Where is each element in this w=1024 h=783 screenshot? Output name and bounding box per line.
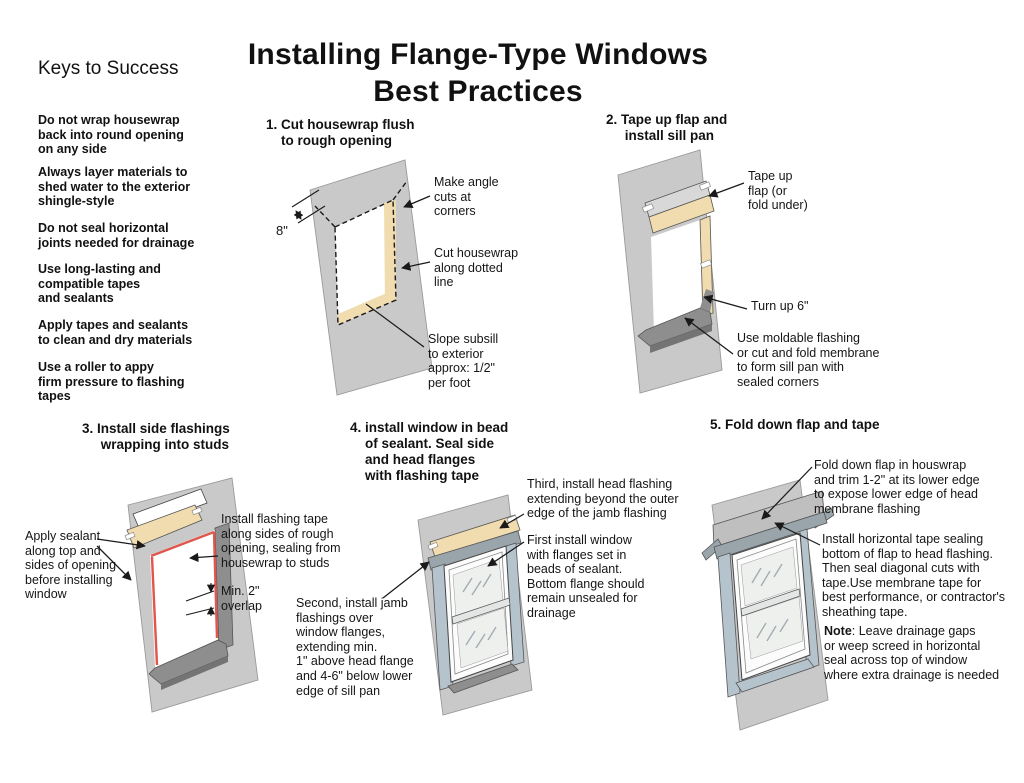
corner-cut-dashed	[314, 205, 336, 228]
flap-taped-up	[429, 514, 521, 558]
step2-heading: 2. Tape up flap and install sill pan	[606, 112, 728, 143]
tape-marks	[124, 506, 203, 541]
keys-item: Use long-lasting and compatible tapes an…	[38, 262, 161, 305]
annotation-angle-cuts: Make angle cuts at corners	[434, 175, 499, 219]
annotation-head-flashing: Third, install head flashing extending b…	[527, 477, 679, 521]
sealant-bead	[150, 530, 219, 666]
keys-item: Do not seal horizontal joints needed for…	[38, 221, 195, 250]
keys-heading: Keys to Success	[38, 58, 179, 79]
meeting-rail	[740, 588, 801, 617]
note-label: Note	[824, 624, 852, 638]
annotation-cut-housewrap: Cut housewrap along dotted line	[434, 246, 519, 290]
flap-outline	[132, 488, 208, 529]
annotation-slope-subsill: Slope subsill to exterior approx: 1/2" p…	[428, 332, 499, 390]
window-sash	[448, 551, 509, 675]
annotation-moldable-flashing: Use moldable flashing or cut and fold me…	[737, 331, 880, 389]
annotation-turn-up-6: Turn up 6"	[751, 299, 809, 313]
rough-opening	[651, 220, 703, 333]
jamb-flashing-left	[717, 552, 741, 698]
note-text: : Leave drainage gaps or weep screed in …	[824, 624, 1000, 682]
keys-item: Do not wrap housewrap back into round op…	[38, 113, 184, 156]
annotation-apply-sealant: Apply sealant along top and sides of ope…	[25, 529, 117, 602]
annotation-flashing-tape: Install flashing tape along sides of rou…	[221, 512, 341, 570]
rough-opening	[335, 200, 396, 325]
page-title: Installing Flange-Type Windows Best Prac…	[228, 36, 728, 110]
diagram-step4-install-window	[417, 494, 533, 716]
glass-hatching	[462, 573, 497, 649]
dimension-8in	[291, 189, 326, 224]
page-title-line1: Installing Flange-Type Windows	[247, 38, 709, 71]
note-drainage: Note: Leave drainage gaps or weep screed…	[824, 624, 999, 682]
keys-item: Apply tapes and sealants to clean and dr…	[38, 318, 193, 347]
window-sash	[736, 538, 806, 674]
step1-heading: 1. Cut housewrap flush to rough opening	[266, 117, 415, 148]
sill-pan	[447, 663, 519, 694]
meeting-rail	[451, 597, 511, 625]
step3-heading: 3. Install side flashings wrapping into …	[82, 421, 230, 452]
subsill-jamb-tan	[384, 200, 396, 305]
step5-heading: 5. Fold down flap and tape	[710, 417, 880, 432]
annotation-first-install: First install window with flanges set in…	[527, 533, 645, 620]
tape-marks	[641, 181, 713, 269]
annotation-min-overlap: Min. 2" overlap	[221, 584, 262, 613]
sill-flashing	[735, 658, 815, 693]
keys-item: Use a roller to appy firm pressure to fl…	[38, 360, 185, 403]
rough-opening	[150, 530, 218, 668]
side-flashing	[214, 522, 234, 651]
cut-line-dashed	[334, 198, 397, 327]
annotation-jamb-flashings: Second, install jamb flashings over wind…	[296, 596, 414, 698]
step4-heading: 4. install window in bead of sealant. Se…	[350, 420, 509, 483]
annotation-horizontal-tape: Install horizontal tape sealing bottom o…	[822, 532, 1006, 619]
corner-cut-dashed	[392, 180, 408, 201]
dimension-8in-label: 8"	[276, 223, 288, 238]
keys-item: Always layer materials to shed water to …	[38, 165, 191, 208]
diagram-step2-sill-pan	[617, 149, 723, 394]
flap-taped-up	[648, 194, 715, 234]
annotation-fold-down-flap: Fold down flap in houswrap and trim 1-2"…	[814, 458, 980, 516]
glass-hatching	[751, 563, 789, 642]
glass-upper	[740, 546, 798, 607]
annotation-tape-up-flap: Tape up flap (or fold under)	[748, 169, 808, 213]
sill-pan-front-edge	[161, 656, 228, 690]
page-title-line2: Best Practices	[373, 75, 583, 108]
